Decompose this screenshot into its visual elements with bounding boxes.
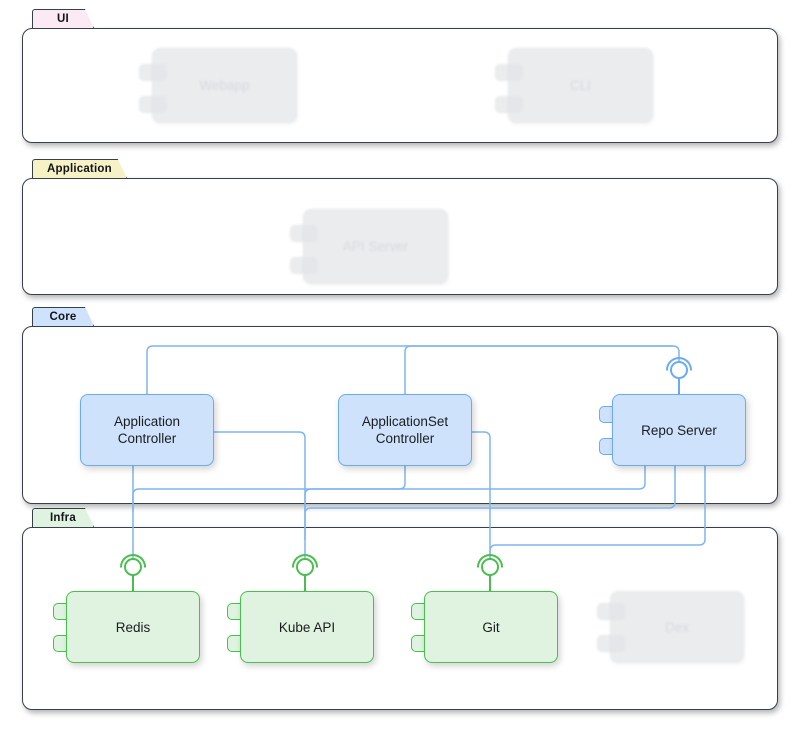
kube-api-interface-stem <box>304 572 306 591</box>
node-redis-label: Redis <box>115 619 151 635</box>
node-webapp-box: Webapp <box>152 48 297 123</box>
node-cli-label: CLI <box>569 78 591 93</box>
node-git-box: Git <box>424 591 558 663</box>
node-repo-server-box: Repo Server <box>612 394 746 466</box>
node-api-server[interactable]: API Server <box>290 209 448 284</box>
group-core-label: Core <box>49 311 77 323</box>
node-redis-box: Redis <box>66 591 200 663</box>
node-api-server-box: API Server <box>303 209 448 284</box>
node-dex-label: Dex <box>664 619 689 635</box>
node-webapp-label: Webapp <box>199 78 250 93</box>
node-redis[interactable]: Redis <box>53 591 200 663</box>
node-repo-server-label: Repo Server <box>641 422 717 438</box>
group-ui-label: UI <box>57 13 69 25</box>
git-interface-ball-icon <box>481 558 499 576</box>
git-provided-interface-icon <box>477 554 503 591</box>
node-git-label: Git <box>482 619 500 635</box>
node-application-controller-box: Application Controller <box>80 394 214 466</box>
node-applicationset-controller-label: ApplicationSet Controller <box>361 414 449 446</box>
kube-api-interface-ball-icon <box>296 558 314 576</box>
node-kube-api-label: Kube API <box>278 619 336 635</box>
repo-server-interface-ball-icon <box>670 361 688 379</box>
node-repo-server[interactable]: Repo Server <box>599 394 746 466</box>
kube-api-provided-interface-icon <box>292 554 318 591</box>
group-ui[interactable]: UI <box>22 28 778 143</box>
node-dex-box: Dex <box>610 591 744 663</box>
node-webapp[interactable]: Webapp <box>139 48 297 123</box>
node-dex[interactable]: Dex <box>597 591 744 663</box>
group-core-label-tab: Core <box>32 307 94 326</box>
repo-server-interface-stem <box>678 375 680 394</box>
node-kube-api-box: Kube API <box>240 591 374 663</box>
group-application-label: Application <box>47 163 112 175</box>
redis-interface-ball-icon <box>124 558 142 576</box>
node-kube-api[interactable]: Kube API <box>227 591 374 663</box>
node-api-server-label: API Server <box>342 239 409 254</box>
group-application-label-tab: Application <box>32 159 127 178</box>
group-ui-label-tab: UI <box>32 9 94 28</box>
repo-server-provided-interface-icon <box>666 357 692 394</box>
node-applicationset-controller[interactable]: ApplicationSet Controller <box>338 394 472 466</box>
group-ui-body <box>22 28 778 143</box>
node-application-controller-label: Application Controller <box>113 414 181 446</box>
node-application-controller[interactable]: Application Controller <box>80 394 214 466</box>
redis-provided-interface-icon <box>120 554 146 591</box>
node-applicationset-controller-box: ApplicationSet Controller <box>338 394 472 466</box>
group-infra-label: Infra <box>50 512 76 524</box>
node-cli-box: CLI <box>508 48 653 123</box>
redis-interface-stem <box>132 572 134 591</box>
node-git[interactable]: Git <box>411 591 558 663</box>
node-cli[interactable]: CLI <box>495 48 653 123</box>
group-infra-label-tab: Infra <box>32 508 94 527</box>
git-interface-stem <box>489 572 491 591</box>
